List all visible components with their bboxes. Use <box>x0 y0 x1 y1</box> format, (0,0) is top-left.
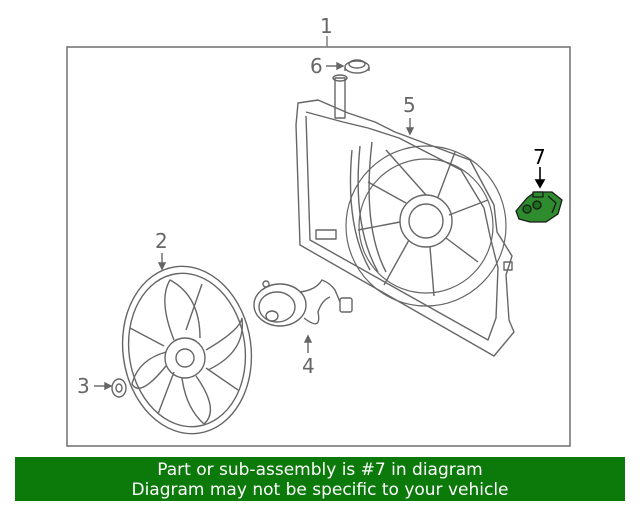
callout-5-arrow <box>405 118 415 136</box>
fan-shroud-part <box>295 74 515 357</box>
screw-part <box>111 378 127 398</box>
callout-1: 1 <box>320 14 333 38</box>
cap-part <box>344 59 370 74</box>
callout-7: 7 <box>533 145 546 169</box>
callout-3-arrow <box>94 381 113 391</box>
resistor-part <box>515 191 563 223</box>
callout-6: 6 <box>310 54 323 78</box>
assembly-frame <box>66 46 571 447</box>
info-banner: Part or sub-assembly is #7 in diagram Di… <box>15 457 625 501</box>
callout-2-arrow <box>157 253 167 271</box>
callout-4-arrow <box>303 334 313 353</box>
callout-2: 2 <box>155 229 168 253</box>
banner-line-2: Diagram may not be specific to your vehi… <box>131 480 509 500</box>
callout-7-arrow <box>534 167 546 189</box>
callout-6-arrow <box>326 61 345 71</box>
fan-motor-part <box>253 279 353 327</box>
banner-line-1: Part or sub-assembly is #7 in diagram <box>157 460 483 480</box>
callout-5: 5 <box>403 93 416 117</box>
callout-3: 3 <box>77 374 90 398</box>
fan-blade-part <box>121 265 253 435</box>
callout-4: 4 <box>302 354 315 378</box>
